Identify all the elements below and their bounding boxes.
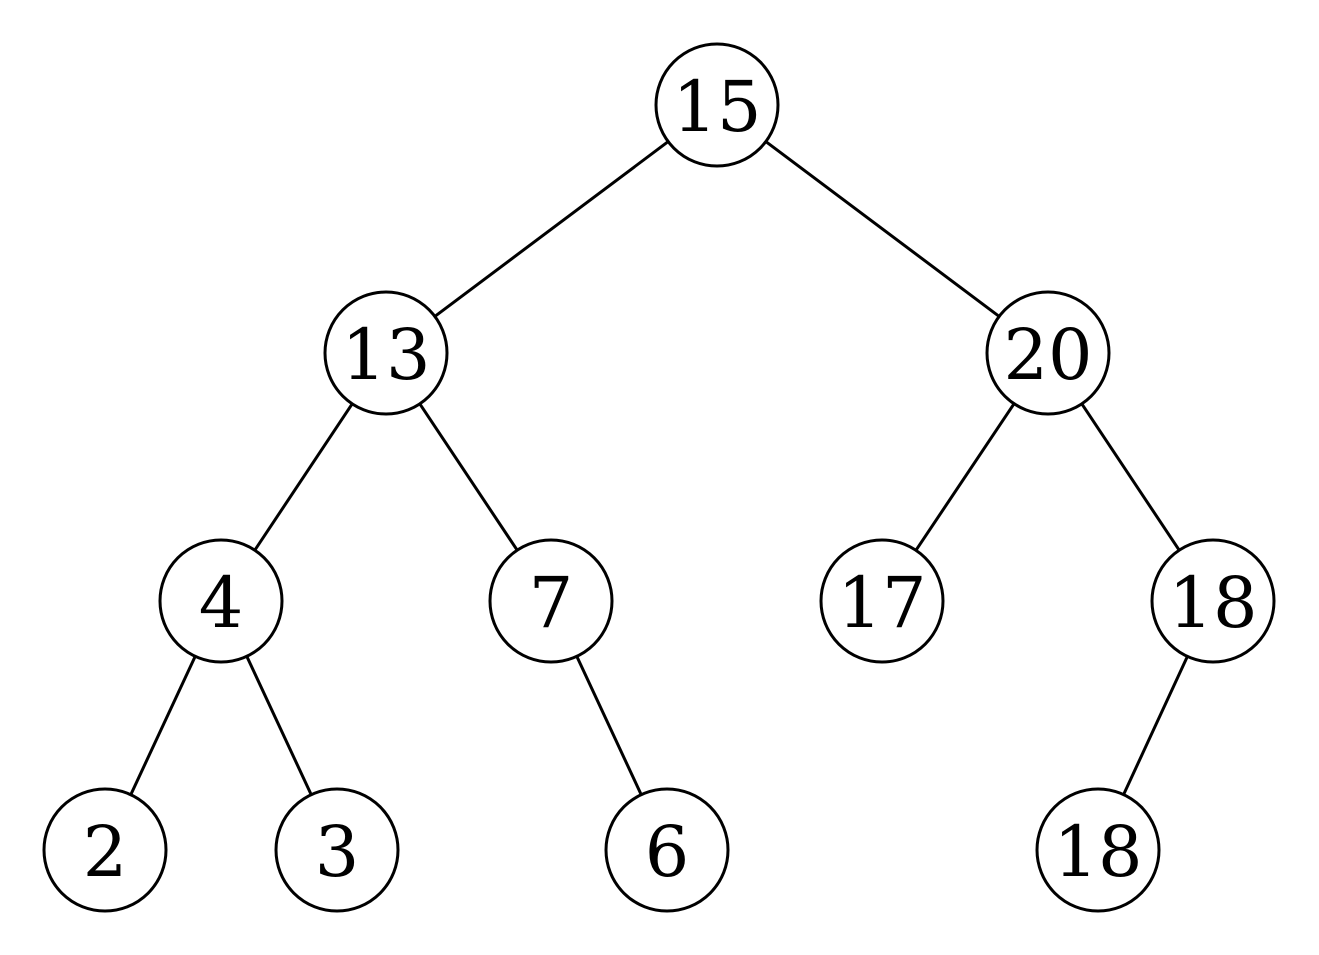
node-circle <box>42 787 168 913</box>
tree-edge <box>764 140 1001 318</box>
tree-edge <box>914 402 1016 552</box>
node-label: 18 <box>1168 562 1257 644</box>
tree-edge <box>418 402 519 552</box>
tree-edges <box>129 140 1189 796</box>
node-label: 3 <box>315 811 360 893</box>
tree-node: 2 <box>42 787 168 913</box>
node-circle <box>274 787 400 913</box>
tree-node: 7 <box>488 538 614 664</box>
node-label: 7 <box>529 562 574 644</box>
tree-node: 6 <box>604 787 730 913</box>
node-circle <box>604 787 730 913</box>
tree-node: 13 <box>323 290 449 416</box>
node-label: 15 <box>672 66 761 148</box>
node-label: 2 <box>83 811 128 893</box>
node-label: 17 <box>837 562 926 644</box>
node-circle <box>819 538 945 664</box>
tree-node: 3 <box>274 787 400 913</box>
node-circle <box>654 42 780 168</box>
node-circle <box>985 290 1111 416</box>
tree-edge <box>253 402 354 552</box>
tree-node: 18 <box>1035 787 1161 913</box>
tree-edge <box>433 140 670 318</box>
node-circle <box>1035 787 1161 913</box>
tree-edge <box>245 655 313 796</box>
tree-edge <box>1122 655 1189 796</box>
node-circle <box>158 538 284 664</box>
node-circle <box>488 538 614 664</box>
node-label: 13 <box>341 314 430 396</box>
tree-node: 15 <box>654 42 780 168</box>
node-label: 4 <box>199 562 244 644</box>
node-label: 20 <box>1003 314 1092 396</box>
tree-node: 20 <box>985 290 1111 416</box>
tree-node: 18 <box>1150 538 1276 664</box>
node-label: 6 <box>645 811 690 893</box>
tree-node: 4 <box>158 538 284 664</box>
node-circle <box>1150 538 1276 664</box>
tree-nodes: 15 13 20 4 7 17 18 2 3 6 18 <box>42 42 1276 913</box>
tree-edge <box>129 655 197 796</box>
tree-edge <box>575 655 643 796</box>
node-circle <box>323 290 449 416</box>
node-label: 18 <box>1053 811 1142 893</box>
tree-edge <box>1080 402 1181 552</box>
tree-node: 17 <box>819 538 945 664</box>
